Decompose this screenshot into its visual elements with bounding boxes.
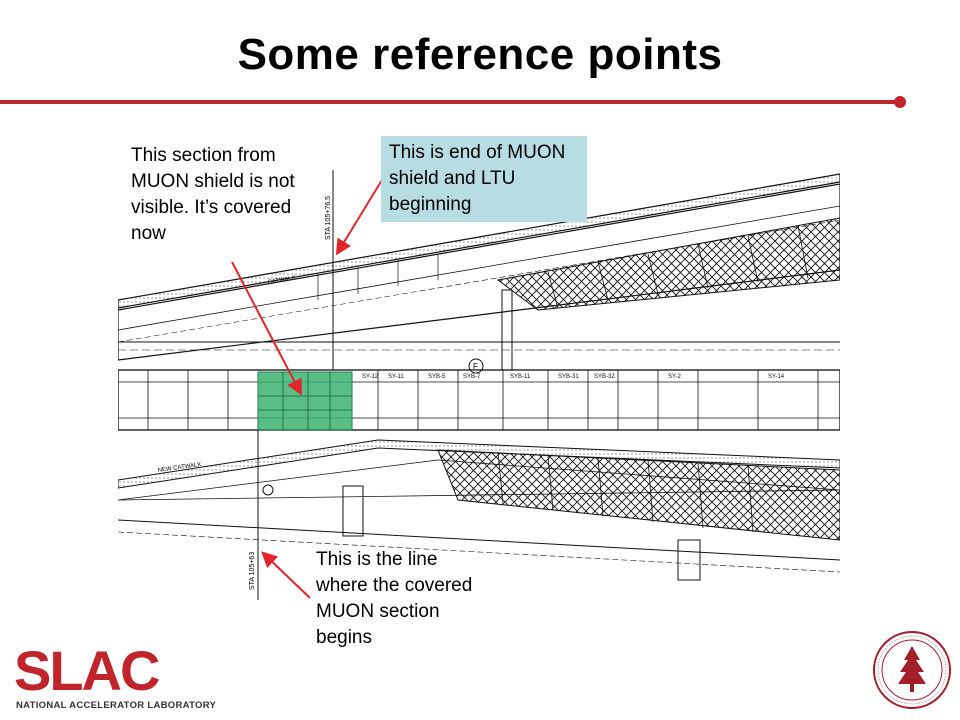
title-rule [0, 100, 900, 104]
covered-muon-section [257, 371, 353, 431]
svg-text:SY-11: SY-11 [388, 374, 404, 380]
stanford-seal-icon [873, 631, 951, 709]
svg-text:SY-2: SY-2 [668, 374, 681, 380]
upper-shield-block [496, 217, 840, 311]
svg-text:STA 105+63: STA 105+63 [249, 552, 256, 590]
svg-text:SYB-7: SYB-7 [463, 374, 481, 380]
svg-text:SYB-11: SYB-11 [510, 374, 531, 380]
lower-shield-block [437, 449, 840, 541]
svg-text:SY-12: SY-12 [362, 374, 379, 380]
title-rule-dot [894, 96, 906, 108]
svg-text:SLAC: SLAC [14, 640, 159, 696]
vertical-shaft [501, 289, 513, 371]
slac-logo: SLAC [14, 640, 161, 696]
svg-text:SY-14: SY-14 [768, 374, 785, 380]
annotation-line-begin: This is the line where the covered MUON … [316, 549, 473, 648]
annotation-ltu-start: This is end of MUON shield and LTU begin… [381, 136, 587, 222]
slide-title: Some reference points [237, 30, 723, 79]
annotation-muon-covered: This section from MUON shield is not vis… [131, 145, 295, 244]
svg-text:SYB-32: SYB-32 [594, 374, 615, 380]
svg-text:SYB-31: SYB-31 [558, 374, 579, 380]
svg-text:F: F [473, 362, 478, 371]
slac-logo-subtext: NATIONAL ACCELERATOR LABORATORY [16, 700, 217, 711]
svg-text:STA 105+76.5: STA 105+76.5 [325, 196, 332, 240]
main-beamline [118, 369, 840, 431]
svg-text:SYB-5: SYB-5 [428, 374, 446, 380]
lower-wall [118, 439, 840, 489]
upper-tunnel [118, 183, 840, 361]
